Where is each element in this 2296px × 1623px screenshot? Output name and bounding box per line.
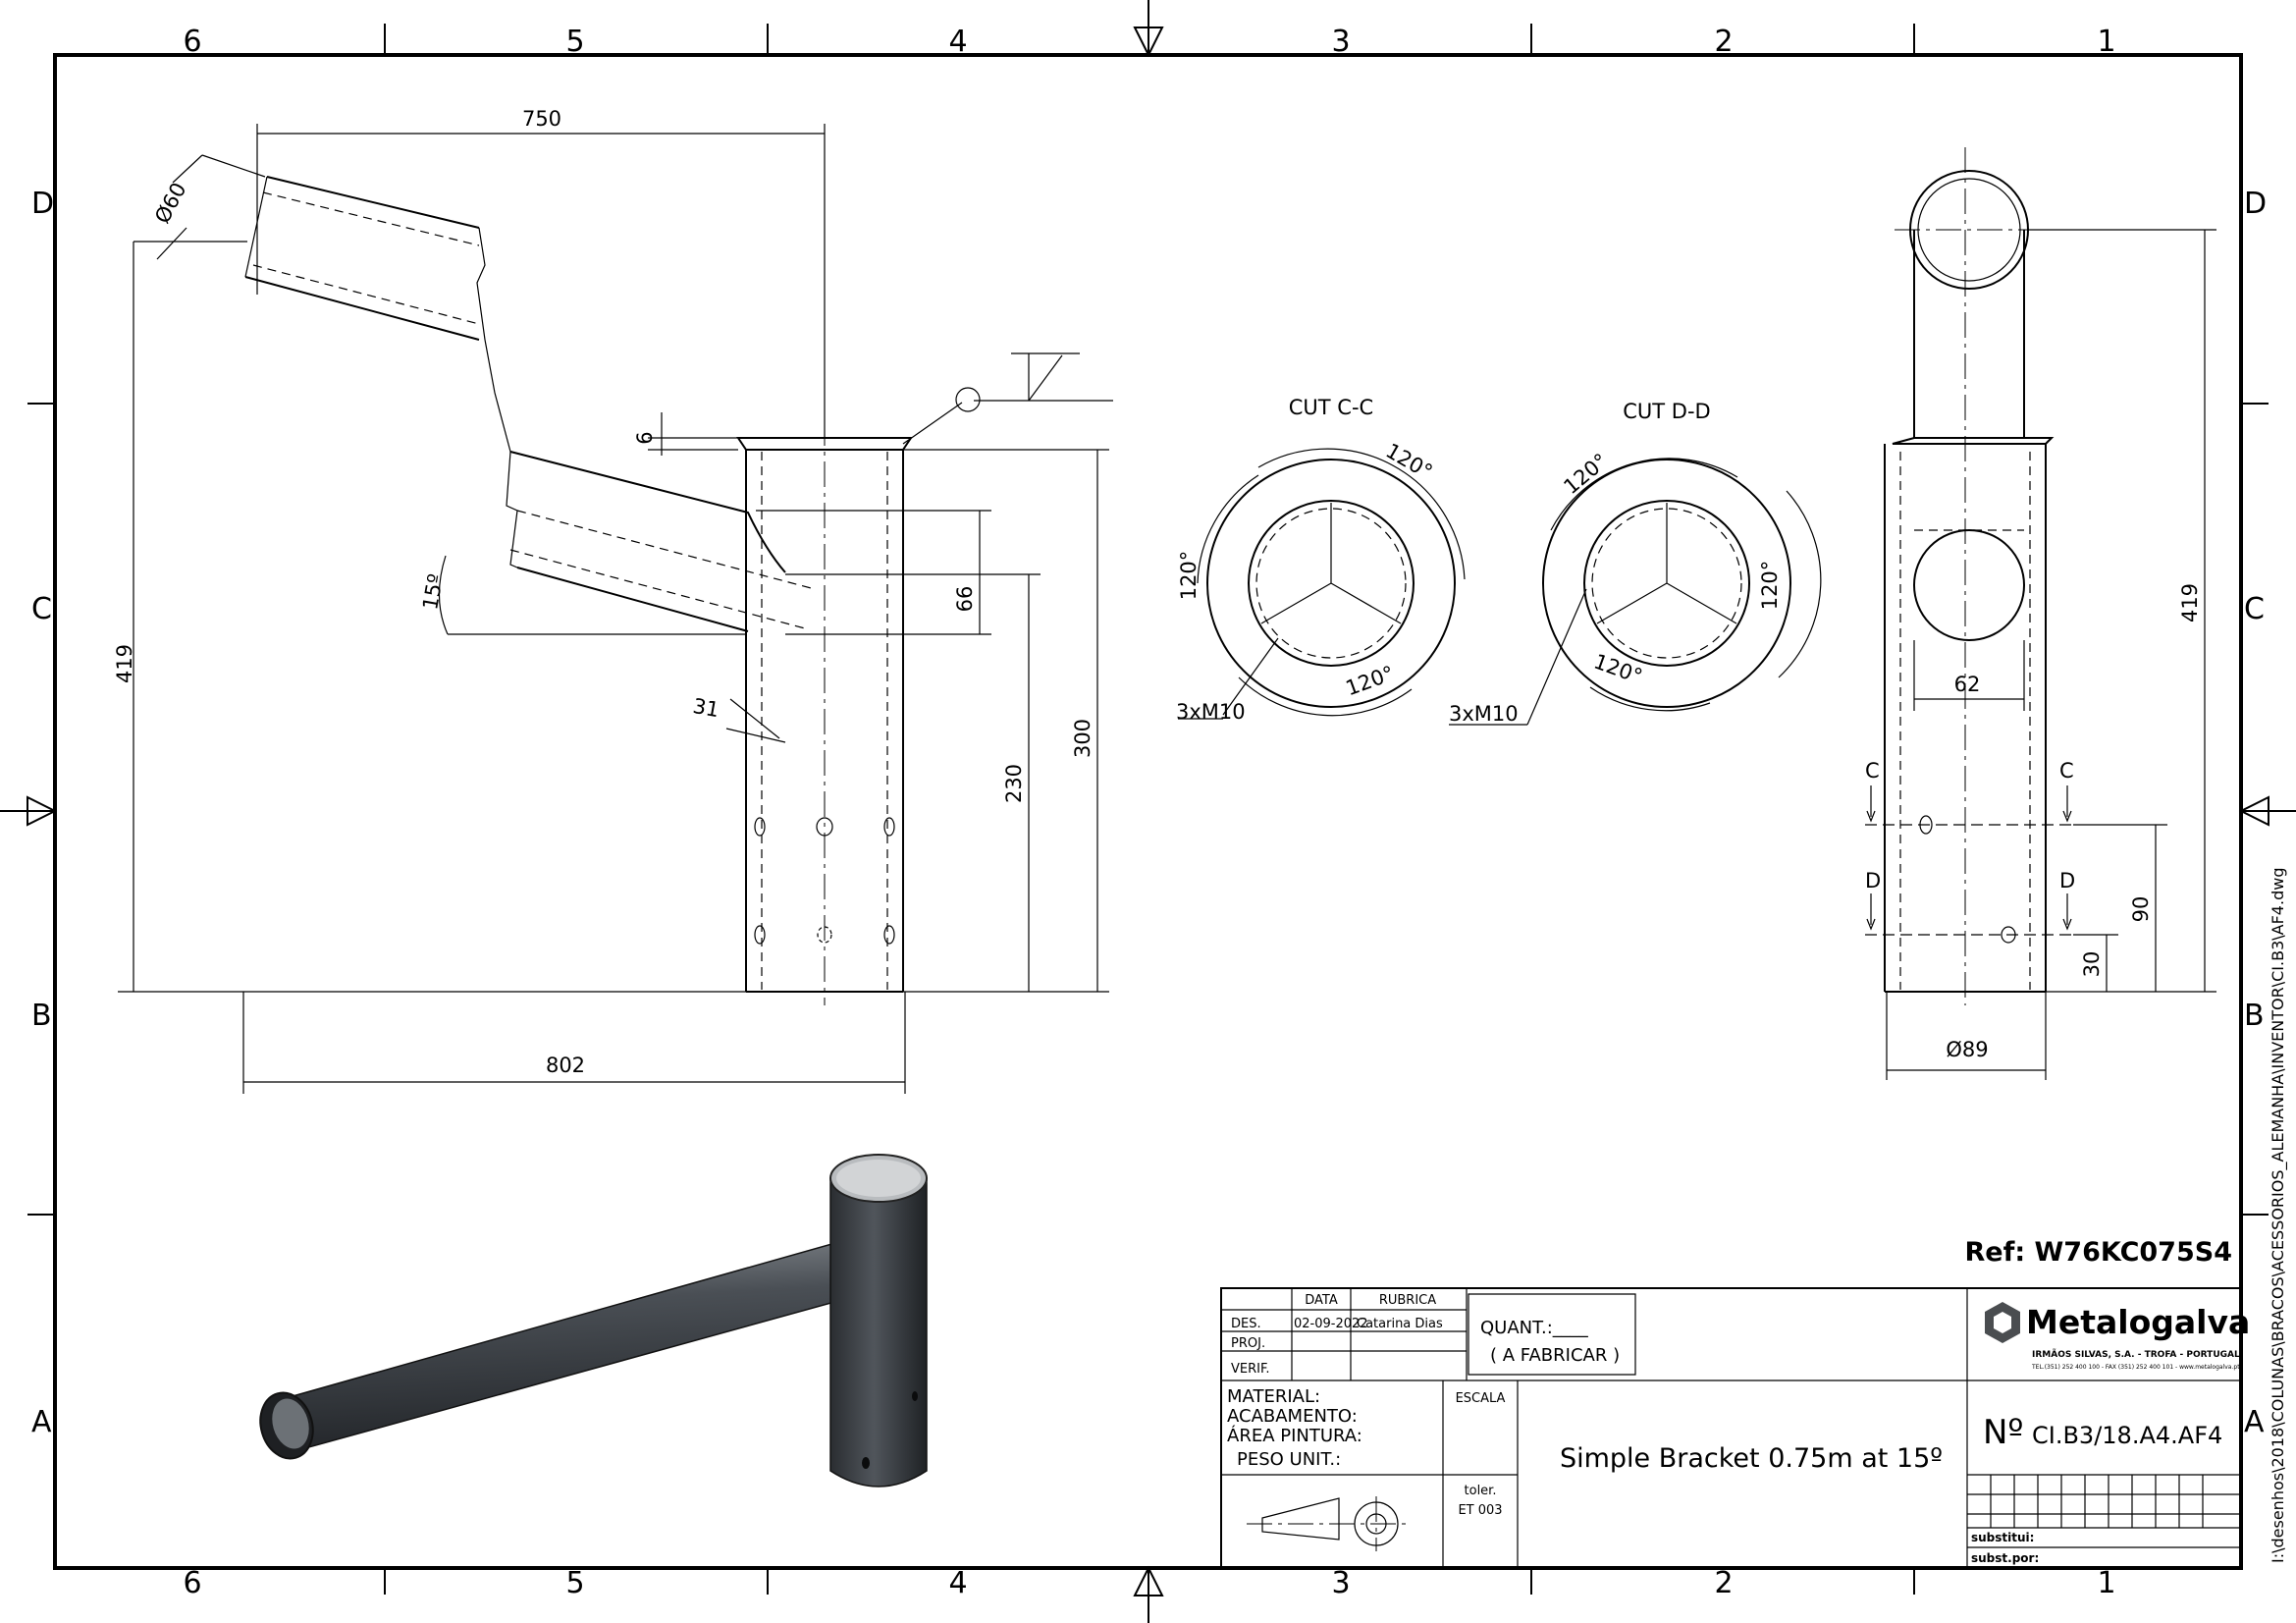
- side-view: C C D D 419 62 90 30 Ø89: [1865, 147, 2216, 1080]
- cut-cc-title: CUT C-C: [1289, 396, 1373, 419]
- cut-dd-title: CUT D-D: [1623, 400, 1710, 423]
- tb-row-verif-label: VERIF.: [1231, 1362, 1270, 1377]
- reference-code: Ref: W76KC075S4: [1964, 1237, 2232, 1268]
- zone-row-left-d: D: [31, 187, 54, 221]
- cut-dd-angle-right: 120°: [1758, 561, 1782, 611]
- projection-symbol-icon: [1247, 1496, 1408, 1551]
- front-arm-upper: [244, 176, 480, 341]
- zone-row-left-c: C: [31, 592, 52, 626]
- cut-dd-angle-top: 120°: [1559, 449, 1612, 499]
- dim-15deg: 15º: [418, 572, 448, 612]
- dim-419-side: 419: [2178, 583, 2202, 622]
- front-arm-lower: [509, 451, 786, 632]
- dim-90: 90: [2129, 896, 2153, 923]
- tb-row-des-label: DES.: [1231, 1317, 1261, 1331]
- zone-col-top-5: 5: [565, 25, 584, 59]
- front-dimension-lines: [118, 124, 1109, 1094]
- zone-row-left-a: A: [31, 1405, 52, 1439]
- zone-col-top-6: 6: [183, 25, 201, 59]
- tb-row-des-name: Catarina Dias: [1357, 1317, 1443, 1331]
- zone-row-right-b: B: [2244, 999, 2265, 1033]
- side-dimension-texts: 419 62 90 30 Ø89: [1946, 583, 2202, 1061]
- dim-diameter-89: Ø89: [1946, 1038, 1988, 1061]
- cut-dd-thread: 3xM10: [1449, 702, 1519, 726]
- tb-peso: PESO UNIT.:: [1237, 1449, 1341, 1470]
- zone-row-left-b: B: [31, 999, 52, 1033]
- dim-62: 62: [1954, 673, 1981, 696]
- tb-quant-label: QUANT.:____: [1480, 1318, 1589, 1338]
- dim-6: 6: [633, 431, 657, 444]
- zone-row-right-c: C: [2244, 592, 2265, 626]
- tb-row-proj-label: PROJ.: [1231, 1336, 1265, 1351]
- side-cut-c-left: C: [1865, 759, 1880, 783]
- side-cut-d-left: D: [1865, 869, 1881, 893]
- zone-labels: 6 5 4 3 2 1 6 5 4 3 2 1 D C B A D C B A: [31, 25, 2267, 1600]
- side-cut-marks: [1865, 785, 2073, 936]
- tb-acabamento: ACABAMENTO:: [1227, 1406, 1358, 1427]
- side-cut-d-right: D: [2059, 869, 2075, 893]
- tb-escala: ESCALA: [1456, 1391, 1506, 1406]
- tb-material: MATERIAL:: [1227, 1386, 1320, 1407]
- side-cut-c-right: C: [2059, 759, 2074, 783]
- company-contact: TEL.(351) 252 400 100 - FAX (351) 252 40…: [2031, 1364, 2240, 1371]
- front-view: 750 802 419 300 230 66 6 15º 31 Ø60: [113, 107, 1113, 1094]
- dim-diameter-60: Ø60: [150, 179, 191, 227]
- zone-col-top-4: 4: [948, 25, 967, 59]
- tb-toler-std: ET 003: [1458, 1503, 1502, 1518]
- zone-col-bottom-4: 4: [948, 1566, 967, 1600]
- company-sub: IRMÃOS SILVAS, S.A. - TROFA - PORTUGAL: [2032, 1349, 2240, 1360]
- tb-col-rubrica: RUBRICA: [1379, 1293, 1436, 1308]
- tb-description: Simple Bracket 0.75m at 15º: [1560, 1443, 1943, 1474]
- zone-row-right-d: D: [2244, 187, 2267, 221]
- metalogalva-logo: Metalogalva IRMÃOS SILVAS, S.A. - TROFA …: [1985, 1302, 2250, 1371]
- title-block: DATA RUBRICA DES. 02-09-2022 Catarina Di…: [1220, 1287, 2250, 1569]
- dim-66: 66: [953, 586, 977, 613]
- front-post-holes: [754, 817, 895, 945]
- tb-number: CI.B3/18.A4.AF4: [2032, 1422, 2222, 1449]
- tb-subst-por: subst.por:: [1971, 1551, 2039, 1565]
- tb-col-data: DATA: [1305, 1293, 1338, 1308]
- weld-symbol: [902, 352, 1113, 445]
- cut-cc-angle-bottom: 120°: [1343, 661, 1398, 700]
- tb-row-des-date: 02-09-2022: [1294, 1317, 1368, 1331]
- zone-col-bottom-3: 3: [1331, 1566, 1350, 1600]
- dim-230: 230: [1002, 764, 1026, 803]
- tb-substitui: substitui:: [1971, 1531, 2034, 1544]
- tb-area-pintura: ÁREA PINTURA:: [1227, 1425, 1362, 1446]
- tb-toler: toler.: [1465, 1484, 1497, 1498]
- section-cut-cc: CUT C-C 120° 120° 120° 3xM10: [1176, 396, 1466, 724]
- tb-quant-note: ( A FABRICAR ): [1490, 1345, 1620, 1366]
- company-name: Metalogalva: [2026, 1303, 2250, 1341]
- dim-419-front: 419: [113, 644, 136, 683]
- cut-cc-angle-left: 120°: [1177, 551, 1201, 601]
- zone-col-top-1: 1: [2097, 25, 2115, 59]
- zone-col-bottom-6: 6: [183, 1566, 201, 1600]
- zone-col-top-2: 2: [1714, 25, 1733, 59]
- zone-col-bottom-2: 2: [1714, 1566, 1733, 1600]
- dim-802: 802: [546, 1054, 585, 1077]
- cut-cc-angle-top: 120°: [1382, 439, 1437, 484]
- bracket-3d-render: [259, 1154, 928, 1488]
- zone-row-right-a: A: [2244, 1405, 2265, 1439]
- section-cut-dd: CUT D-D 120° 120° 120° 3xM10: [1449, 400, 1822, 726]
- cut-cc-thread: 3xM10: [1176, 700, 1246, 724]
- dim-30: 30: [2080, 951, 2104, 978]
- tb-number-prefix: Nº: [1983, 1413, 2023, 1452]
- dim-31: 31: [691, 694, 721, 722]
- zone-col-bottom-1: 1: [2097, 1566, 2115, 1600]
- zone-col-top-3: 3: [1331, 25, 1350, 59]
- cut-dd-angle-bottom: 120°: [1591, 649, 1646, 688]
- file-path: I:\desenhos\2018\COLUNAS\BRACOS\ACESSORI…: [2269, 868, 2288, 1563]
- dim-300: 300: [1071, 719, 1095, 758]
- dim-750: 750: [522, 107, 561, 131]
- zone-col-bottom-5: 5: [565, 1566, 584, 1600]
- side-dimension-lines: [1886, 229, 2216, 1080]
